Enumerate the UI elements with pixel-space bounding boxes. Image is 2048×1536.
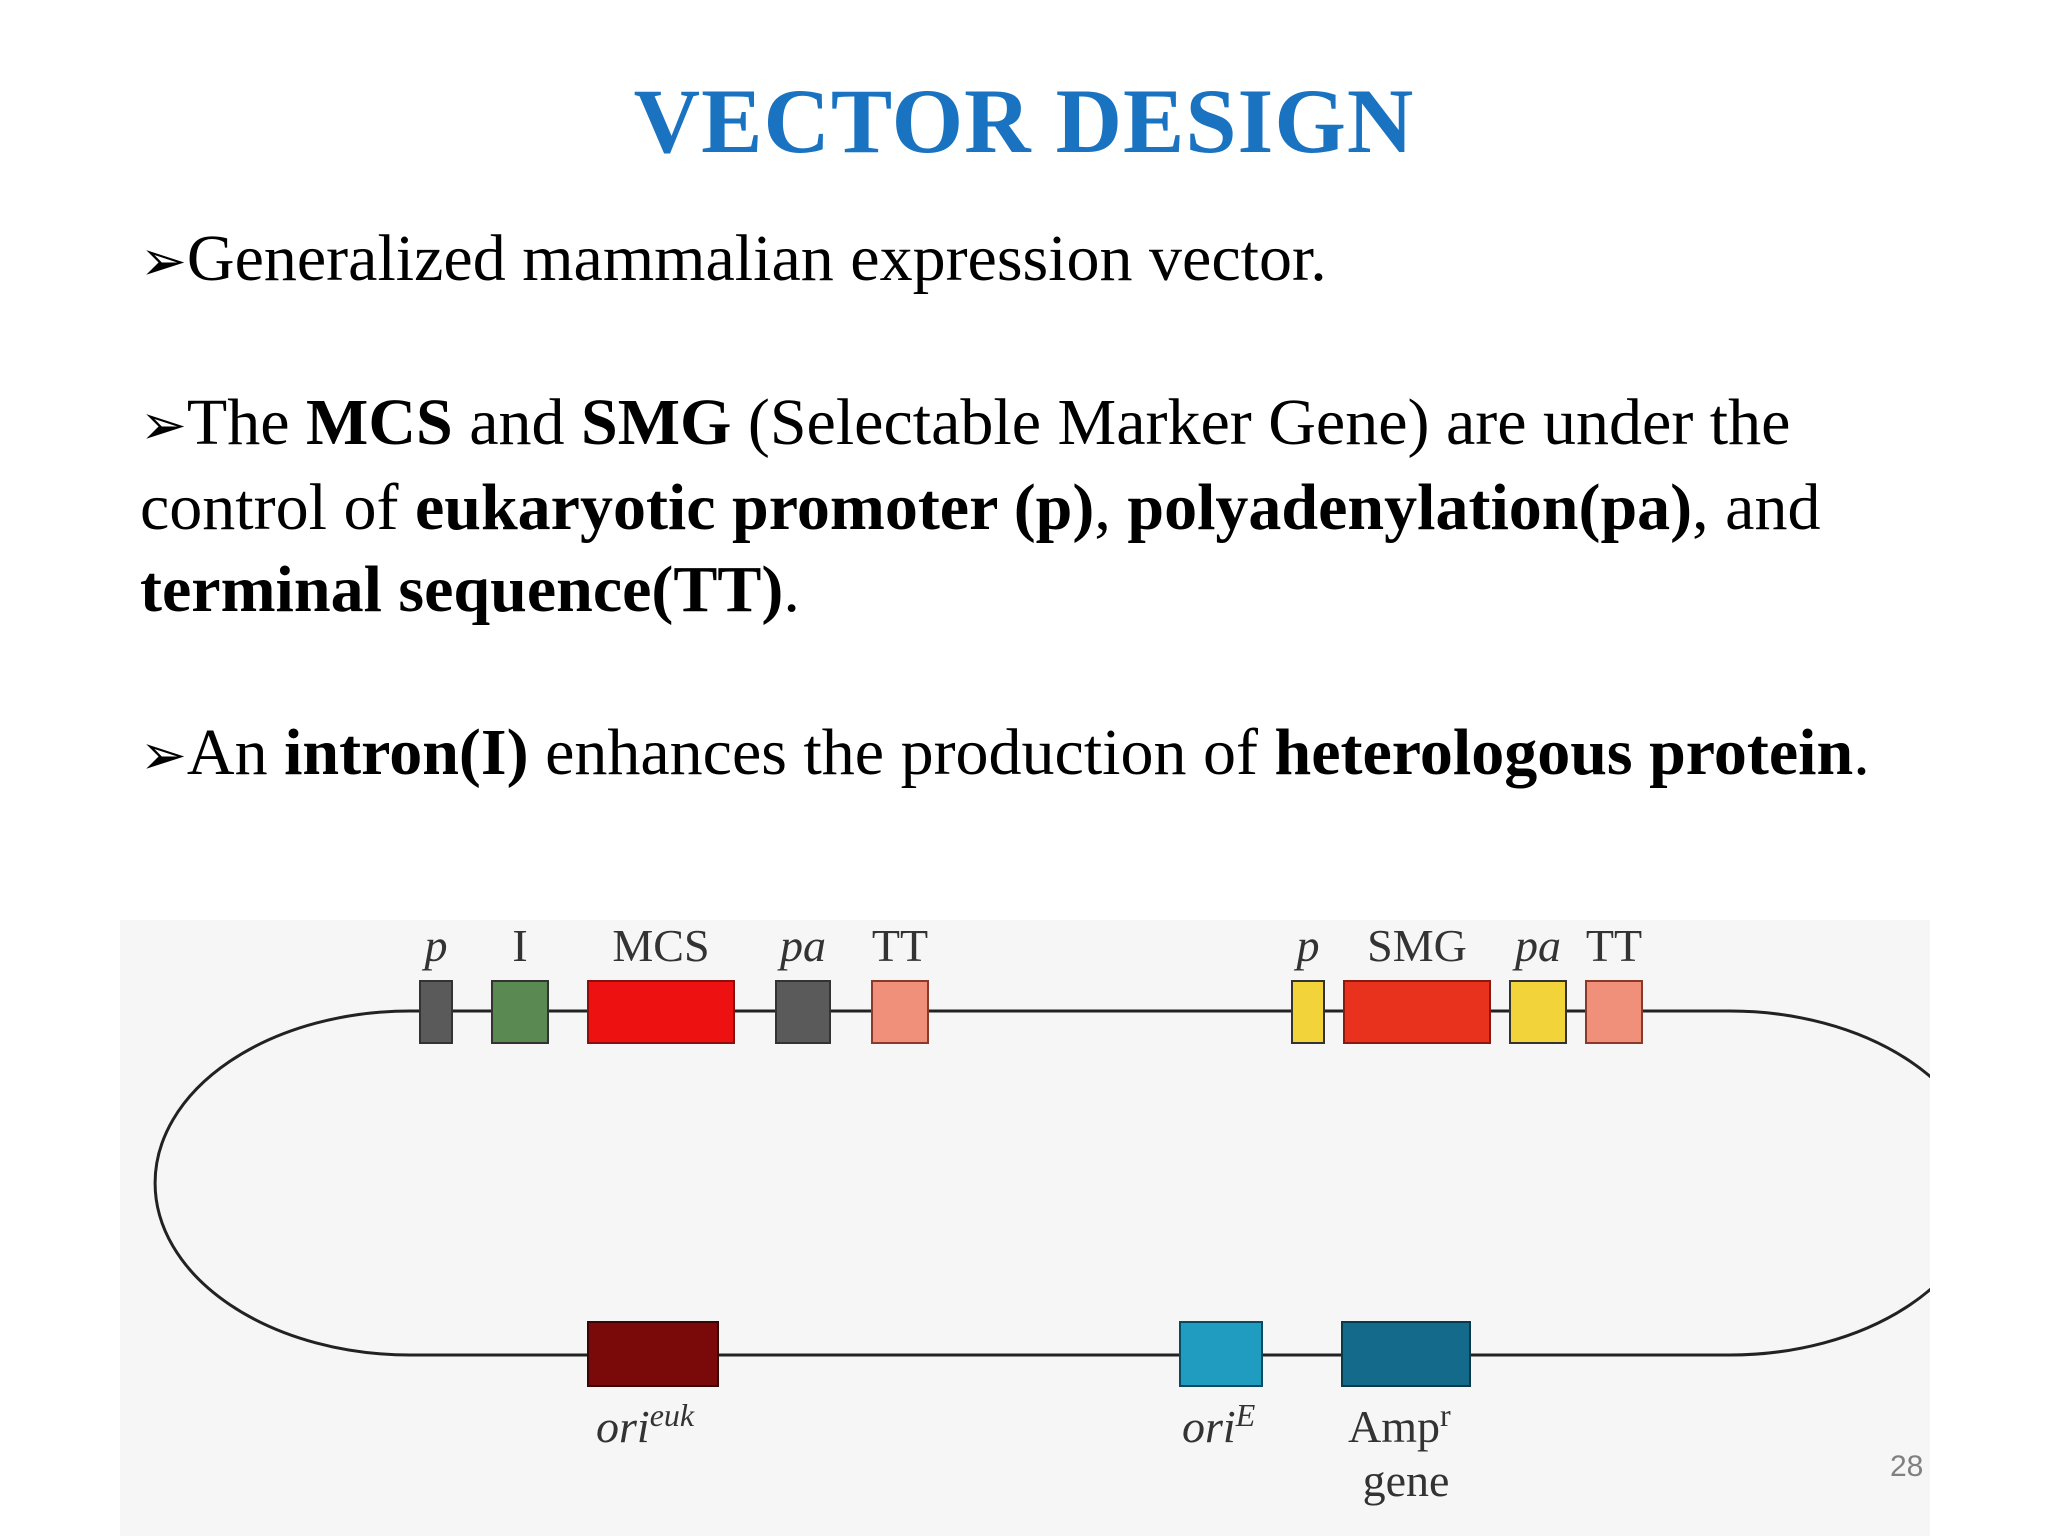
mcs-box (587, 980, 735, 1044)
bullet-1-text: Generalized mammalian expression vector. (186, 222, 1327, 295)
bullet-3-text: . (1853, 716, 1870, 789)
bullet-2-text: and (452, 386, 581, 459)
element-p1: p (419, 920, 453, 1044)
bullet-3-text: An (186, 716, 285, 789)
element-tt2: TT (1585, 920, 1643, 1044)
element-label: MCS (612, 920, 709, 971)
element-label: pa (1512, 920, 1561, 971)
element-ori-e: oriE (1179, 1321, 1263, 1452)
polya-box (775, 980, 831, 1044)
slide-title: VECTOR DESIGN (633, 70, 1415, 172)
element-label-2: gene (1363, 1455, 1450, 1506)
promoter-box (419, 980, 453, 1044)
bullet-2-text: . (783, 553, 800, 626)
amp-label: Amp (1348, 1401, 1440, 1452)
bullet-3-text: enhances the production of (528, 716, 1275, 789)
bullet-2-bold: polyadenylation(pa) (1127, 471, 1693, 544)
bullet-2-bold: SMG (581, 386, 732, 459)
element-label: pa (777, 920, 826, 971)
element-label: I (512, 920, 527, 971)
promoter-box (1291, 980, 1325, 1044)
element-ori-euk: orieuk (587, 1321, 719, 1452)
element-label: p (1294, 920, 1320, 971)
element-label: p (422, 920, 448, 971)
amp-sup: r (1440, 1397, 1451, 1433)
element-intron: I (491, 920, 549, 1044)
element-label: Ampr (1348, 1397, 1451, 1452)
ori-sup: euk (650, 1397, 695, 1433)
ori-euk-box (587, 1321, 719, 1387)
bullet-arrow-icon: ➢ (140, 723, 187, 788)
vector-backbone (153, 1009, 1930, 1357)
bullet-2: ➢The MCS and SMG (Selectable Marker Gene… (140, 382, 1940, 631)
element-label: SMG (1367, 920, 1467, 971)
vector-diagram-svg: p I MCS pa TT p SMG pa (153, 920, 1930, 1506)
bullet-2-bold: MCS (306, 386, 453, 459)
ori-sup: E (1235, 1397, 1256, 1433)
element-mcs: MCS (587, 920, 735, 1044)
smg-box (1343, 980, 1491, 1044)
ori-label: ori (1182, 1401, 1236, 1452)
ori-label: ori (596, 1401, 650, 1452)
terminator-box (871, 980, 929, 1044)
polya-box (1509, 980, 1567, 1044)
vector-diagram: p I MCS pa TT p SMG pa (120, 920, 1930, 1536)
element-label: TT (1586, 920, 1642, 971)
bullet-3: ➢An intron(I) enhances the production of… (140, 712, 1940, 797)
bullet-3-bold: intron(I) (284, 716, 529, 789)
element-label: orieuk (596, 1397, 695, 1452)
element-pa1: pa (775, 920, 831, 1044)
bullet-2-bold: terminal sequence(TT) (140, 553, 784, 626)
element-amp: Ampr gene (1341, 1321, 1471, 1506)
bullet-2-text: (Selectable Marker Gene) are under the c… (140, 386, 1791, 544)
bullet-3-bold: heterologous protein (1274, 716, 1854, 789)
bullet-arrow-icon: ➢ (140, 393, 187, 458)
bullet-arrow-icon: ➢ (140, 229, 187, 294)
terminator-box (1585, 980, 1643, 1044)
page-number: 28 (1890, 1450, 1924, 1483)
bullet-2-text: , and (1692, 471, 1821, 544)
amp-box (1341, 1321, 1471, 1387)
element-pa2: pa (1509, 920, 1567, 1044)
bullet-2-bold: eukaryotic promoter (p) (414, 471, 1095, 544)
element-label: oriE (1182, 1397, 1256, 1452)
element-label: TT (872, 920, 928, 971)
bullet-2-text: , (1094, 471, 1128, 544)
element-p2: p (1291, 920, 1325, 1044)
intron-box (491, 980, 549, 1044)
ori-e-box (1179, 1321, 1263, 1387)
element-tt1: TT (871, 920, 929, 1044)
bullet-1: ➢Generalized mammalian expression vector… (140, 218, 1940, 303)
element-smg: SMG (1343, 920, 1491, 1044)
bullet-2-text: The (186, 386, 307, 459)
